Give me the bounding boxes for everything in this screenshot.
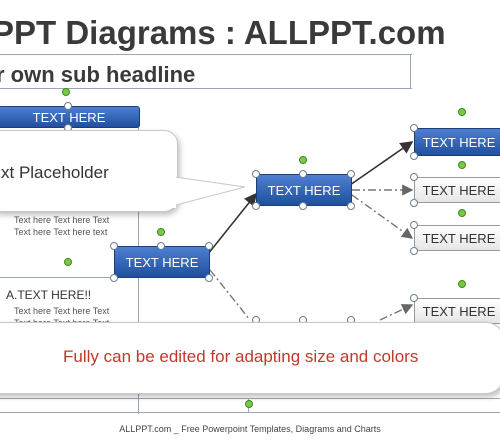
resize-handle[interactable] [205, 242, 213, 250]
resize-handle[interactable] [410, 221, 418, 229]
rotate-handle[interactable] [62, 88, 70, 96]
slide-subheadline[interactable]: r own sub headline [0, 62, 196, 87]
right-text-box-3[interactable]: TEXT HERE [414, 225, 500, 251]
rotate-handle[interactable] [458, 209, 466, 217]
callout-pointer [150, 175, 246, 208]
rotate-handle[interactable] [64, 258, 72, 266]
resize-handle[interactable] [347, 170, 355, 178]
section-label: A.TEXT HERE!! [6, 288, 92, 302]
rotate-handle[interactable] [458, 161, 466, 169]
rotate-handle[interactable] [299, 156, 307, 164]
footer-text: ALLPPT.com _ Free Powerpoint Templates, … [119, 424, 381, 434]
banner-text: Fully can be edited for adapting size an… [63, 347, 419, 366]
right-text-box-2[interactable]: TEXT HERE [414, 177, 500, 203]
guide-line [0, 54, 412, 55]
guide-line [0, 88, 412, 89]
resize-handle[interactable] [299, 202, 307, 210]
resize-handle[interactable] [410, 247, 418, 255]
resize-handle[interactable] [410, 124, 418, 132]
resize-handle[interactable] [410, 294, 418, 302]
info-banner[interactable]: Fully can be edited for adapting size an… [0, 322, 500, 394]
resize-handle[interactable] [157, 242, 165, 250]
guide-line [410, 55, 411, 89]
resize-handle[interactable] [252, 202, 260, 210]
right-text-box-4[interactable]: TEXT HERE [414, 298, 500, 324]
resize-handle[interactable] [205, 274, 213, 282]
callout-text: xt Placeholder [1, 163, 109, 182]
guide-line [0, 277, 138, 278]
rotate-handle[interactable] [458, 280, 466, 288]
resize-handle[interactable] [410, 152, 418, 160]
text-placeholder-callout[interactable]: xt Placeholder [0, 130, 178, 212]
resize-handle[interactable] [410, 199, 418, 207]
body-text: Text here Text here Text [14, 215, 110, 225]
guide-line [0, 398, 500, 399]
resize-handle[interactable] [110, 274, 118, 282]
body-text: Text here Text here Text [14, 306, 110, 316]
rotate-handle[interactable] [157, 228, 165, 236]
resize-handle[interactable] [252, 170, 260, 178]
rotate-handle[interactable] [458, 108, 466, 116]
resize-handle[interactable] [410, 173, 418, 181]
slide-title[interactable]: PPT Diagrams : ALLPPT.com [0, 14, 446, 51]
resize-handle[interactable] [110, 242, 118, 250]
right-text-box-1[interactable]: TEXT HERE [414, 128, 500, 156]
resize-handle[interactable] [299, 170, 307, 178]
guide-line [0, 412, 500, 413]
left-text-box[interactable]: TEXT HERE [114, 246, 210, 278]
body-text: Text here Text here text [14, 227, 108, 237]
resize-handle[interactable] [347, 202, 355, 210]
resize-handle[interactable] [64, 102, 72, 110]
rotate-handle[interactable] [245, 400, 253, 408]
